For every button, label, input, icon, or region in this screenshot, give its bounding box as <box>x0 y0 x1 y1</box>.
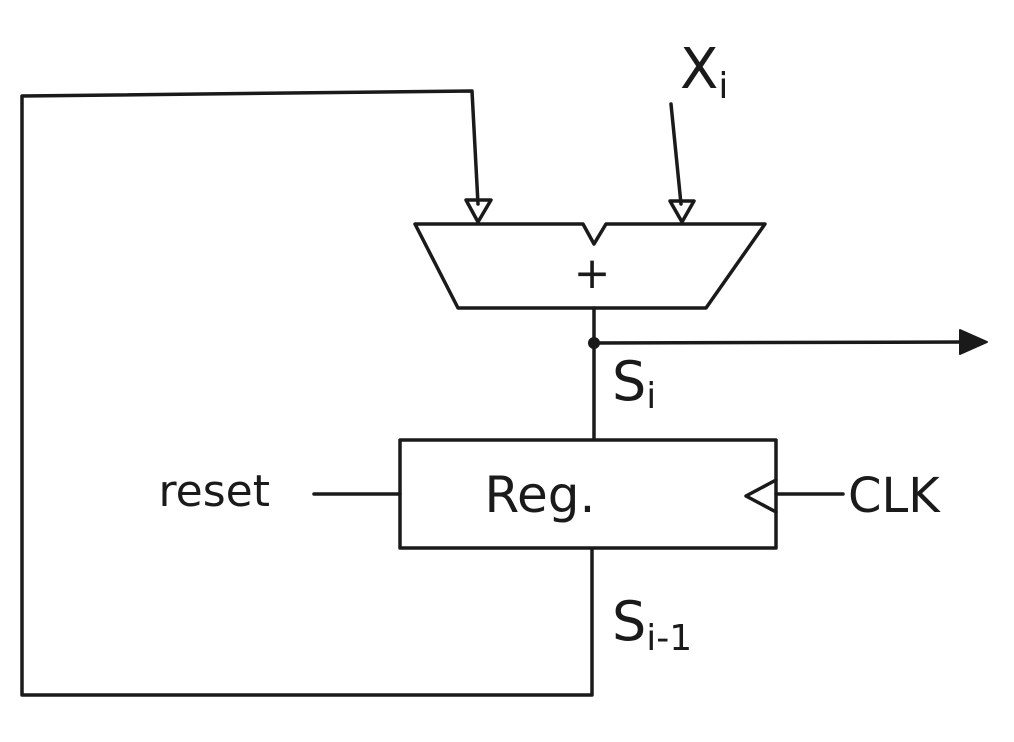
output-wire <box>592 340 968 345</box>
input-label-sub: i <box>718 66 728 107</box>
input-arrowhead <box>668 199 696 224</box>
sum-label: Si <box>612 350 656 417</box>
register-label: Reg. <box>485 466 596 524</box>
adder-symbol: + <box>574 248 611 299</box>
reset-label: reset <box>159 466 270 517</box>
clock-label: CLK <box>848 468 941 524</box>
sum-label-sub: i <box>646 376 656 417</box>
prev-sum-label-sub: i-1 <box>646 618 692 659</box>
clock-input-marker <box>744 478 778 514</box>
prev-sum-label-main: S <box>612 590 646 653</box>
input-label-main: X <box>680 37 718 102</box>
feedback-arrowhead <box>464 198 493 224</box>
sum-label-main: S <box>612 350 646 413</box>
adder-block <box>413 222 767 310</box>
input-label: Xi <box>680 37 728 107</box>
output-arrowhead <box>959 329 988 355</box>
input-wire <box>669 102 683 206</box>
feedback-wire <box>20 89 594 697</box>
prev-sum-label: Si-1 <box>612 590 692 659</box>
register-block <box>398 438 778 550</box>
